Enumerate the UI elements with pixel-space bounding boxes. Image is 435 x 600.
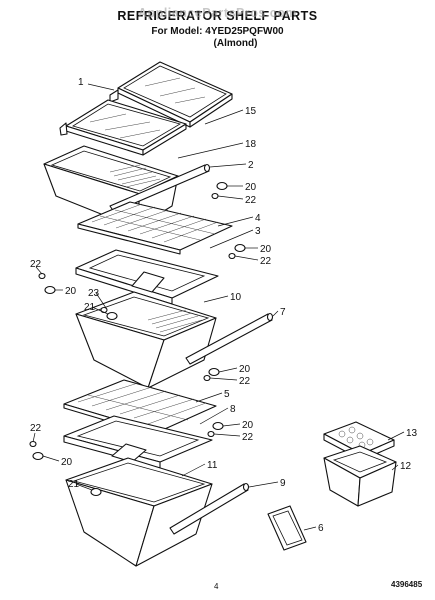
callout-2: 2: [248, 160, 254, 171]
part-3-cover-frame: [75, 249, 219, 305]
title-text: REFRIGERATOR SHELF PARTS: [117, 9, 318, 23]
callout-7: 7: [280, 307, 286, 318]
callout-20-a: 20: [245, 182, 257, 193]
callout-5: 5: [224, 389, 230, 400]
callout-6: 6: [318, 523, 324, 534]
callout-8: 8: [230, 404, 236, 415]
callout-22-a: 22: [245, 195, 257, 206]
callout-23-a: 23: [88, 288, 100, 299]
diagram-title: AppliancePartsPros.com REFRIGERATOR SHEL…: [0, 6, 435, 23]
callout-4: 4: [255, 213, 261, 224]
part-1-glass-shelf: [109, 61, 233, 128]
callout-15: 15: [245, 106, 257, 117]
callout-22-b: 22: [260, 256, 272, 267]
model-line: For Model: 4YED25PQFW00: [151, 26, 284, 37]
callout-11: 11: [207, 460, 218, 471]
part-7-slide-rod: [185, 312, 274, 365]
part-15-glass-shelf: [59, 99, 187, 156]
callout-20-b: 20: [260, 244, 272, 255]
part-12-storage-bin: [323, 445, 397, 507]
part-6-cover: [267, 505, 307, 551]
callout-21-b: 21: [68, 479, 80, 490]
part-11-crisper-pan: [65, 457, 213, 567]
hardware-21-lower: [90, 487, 102, 497]
color-line: (Almond): [213, 38, 258, 49]
hardware-21-23: [100, 306, 118, 321]
callout-1: 1: [78, 77, 84, 88]
callout-20-e: 20: [242, 420, 254, 431]
callout-22-d: 22: [239, 376, 251, 387]
callout-3: 3: [255, 226, 261, 237]
hardware-20-22-bottom: [207, 421, 224, 438]
document-number: 4396485: [391, 580, 423, 589]
callout-labels: 1 15 18 2 20 22 4 3 20 22 22 20 23 21 10…: [30, 77, 418, 534]
part-10-crisper-pan: [75, 291, 217, 389]
callout-22-c: 22: [30, 259, 42, 270]
page-number: 4: [214, 582, 219, 591]
callout-22-f: 22: [30, 423, 42, 434]
callout-21-a: 21: [84, 302, 96, 313]
callout-20-c: 20: [65, 286, 77, 297]
callout-12: 12: [400, 461, 412, 472]
callout-9: 9: [280, 478, 286, 489]
part-9-slide-rod: [169, 482, 250, 535]
callout-13: 13: [406, 428, 418, 439]
part-4-glass-panel: [77, 201, 233, 255]
watermark: AppliancePartsPros.com: [138, 6, 297, 20]
callout-10: 10: [230, 292, 242, 303]
hardware-22-20-left-upper: [38, 272, 56, 295]
leader-lines: [32, 83, 405, 531]
callout-18: 18: [245, 139, 257, 150]
hardware-22-20-left-lower: [29, 440, 44, 461]
part-8-cover-frame: [63, 415, 213, 469]
callout-20-f: 20: [61, 457, 73, 468]
callout-20-d: 20: [239, 364, 251, 375]
callout-22-e: 22: [242, 432, 254, 443]
